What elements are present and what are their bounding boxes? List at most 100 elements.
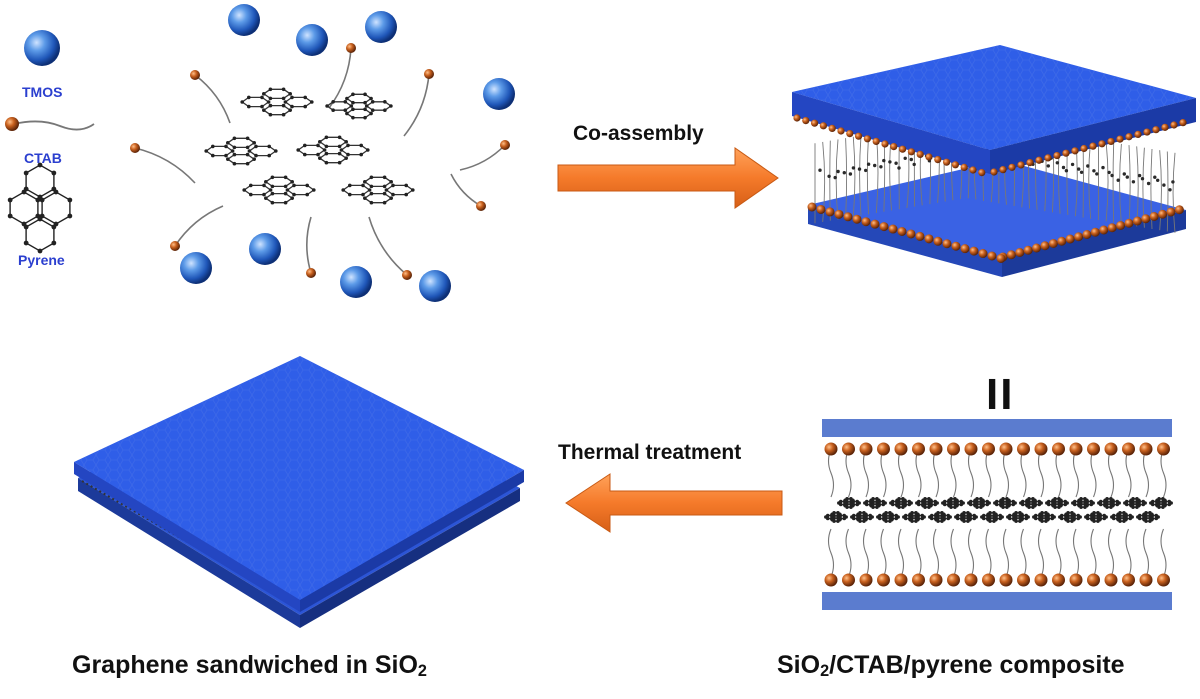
ctab-head — [1125, 133, 1132, 140]
ctab-head — [1070, 574, 1083, 587]
ctab-tail — [1074, 449, 1079, 497]
graphene-caption-text: Graphene sandwiched in SiO — [72, 651, 418, 679]
ctab-tail — [899, 529, 904, 577]
ctab-head — [877, 574, 890, 587]
ctab-head — [190, 70, 200, 80]
precursor-mixture — [130, 4, 515, 302]
ctab-head — [1091, 228, 1100, 237]
ctab-head — [925, 153, 932, 160]
ctab-head — [1017, 161, 1024, 168]
ctab-head — [982, 574, 995, 587]
pyrene-molecule — [850, 511, 874, 523]
graphene-caption-subscript: 2 — [418, 662, 427, 680]
ctab-head — [889, 225, 898, 234]
ctab-head — [912, 574, 925, 587]
ctab-head — [1143, 128, 1150, 135]
ctab-tail — [1161, 449, 1166, 497]
ctab-head — [930, 443, 943, 456]
ctab-head — [1070, 443, 1083, 456]
ctab-head — [917, 151, 924, 158]
ctab-head — [825, 443, 838, 456]
ctab-head — [826, 207, 835, 216]
ctab-head — [1099, 226, 1108, 235]
pyrene-molecule — [1045, 497, 1069, 509]
tmos-sphere — [340, 266, 372, 298]
ctab-head — [979, 249, 988, 258]
ctab-head — [1015, 248, 1024, 257]
ctab-head — [860, 574, 873, 587]
ctab-head — [1098, 140, 1105, 147]
ctab-head — [1157, 574, 1170, 587]
ctab-head — [820, 122, 827, 129]
pyrene-molecule — [325, 93, 392, 120]
ctab-head — [1024, 246, 1033, 255]
thermal-treatment-arrow — [566, 474, 782, 532]
ctab-head — [1087, 574, 1100, 587]
ctab-tail — [934, 529, 939, 577]
ctab-head — [1122, 443, 1135, 456]
ctab-tail — [916, 449, 921, 497]
ctab-head — [1108, 223, 1117, 232]
ctab-tail — [867, 134, 868, 214]
ctab-head — [1080, 145, 1087, 152]
ctab-head — [1017, 443, 1030, 456]
tmos-sphere — [228, 4, 260, 36]
ctab-head — [947, 443, 960, 456]
process-arrows — [558, 148, 782, 532]
ctab-tail — [829, 449, 834, 497]
ctab-head — [817, 205, 826, 214]
ctab-head — [1167, 208, 1176, 217]
ctab-head — [1152, 126, 1159, 133]
ctab-head — [802, 117, 809, 124]
ctab-head — [1007, 250, 1016, 259]
pyrene-molecule — [242, 175, 315, 204]
ctab-head — [1157, 443, 1170, 456]
ctab-head — [860, 443, 873, 456]
ctab-head — [1017, 574, 1030, 587]
ctab-tail — [195, 75, 230, 123]
ctab-head — [862, 217, 871, 226]
ctab-head — [1179, 119, 1186, 126]
ctab-head — [170, 241, 180, 251]
ctab-head — [961, 244, 970, 253]
ctab-tail — [1109, 449, 1114, 497]
ctab-head — [402, 270, 412, 280]
ctab-head — [306, 268, 316, 278]
ctab-tail — [460, 145, 505, 170]
legend-pyrene-icon — [8, 163, 73, 254]
tmos-sphere — [24, 30, 60, 66]
ctab-head — [1041, 241, 1050, 250]
ctab-head — [1008, 164, 1015, 171]
pyrene-molecule — [1058, 511, 1082, 523]
pyrene-molecule — [902, 511, 926, 523]
ctab-head — [1035, 157, 1042, 164]
pyrene-molecule — [1123, 497, 1147, 509]
ctab-head — [793, 114, 800, 121]
ctab-head — [895, 574, 908, 587]
ctab-head — [871, 220, 880, 229]
ctab-head — [990, 168, 997, 175]
tmos-sphere — [483, 78, 515, 110]
ctab-tail — [951, 449, 956, 497]
pyrene-molecule — [1006, 511, 1030, 523]
ctab-head — [346, 43, 356, 53]
ctab-tail — [1056, 449, 1061, 497]
ctab-tail — [1113, 143, 1114, 223]
ctab-tail — [846, 449, 851, 497]
ctab-head — [1122, 574, 1135, 587]
ctab-head — [1052, 443, 1065, 456]
ctab-head — [424, 69, 434, 79]
ctab-head — [1141, 214, 1150, 223]
ctab-tail — [451, 174, 481, 206]
graphene-sandwich-slab — [74, 356, 524, 628]
pyrene-molecule — [1032, 511, 1056, 523]
ctab-head — [853, 215, 862, 224]
ctab-head — [1150, 212, 1159, 221]
ctab-tail — [369, 217, 407, 275]
ctab-head — [930, 574, 943, 587]
ctab-tail — [986, 449, 991, 497]
ctab-head — [811, 120, 818, 127]
pyrene-molecule — [954, 511, 978, 523]
pyrene-molecule — [1084, 511, 1108, 523]
